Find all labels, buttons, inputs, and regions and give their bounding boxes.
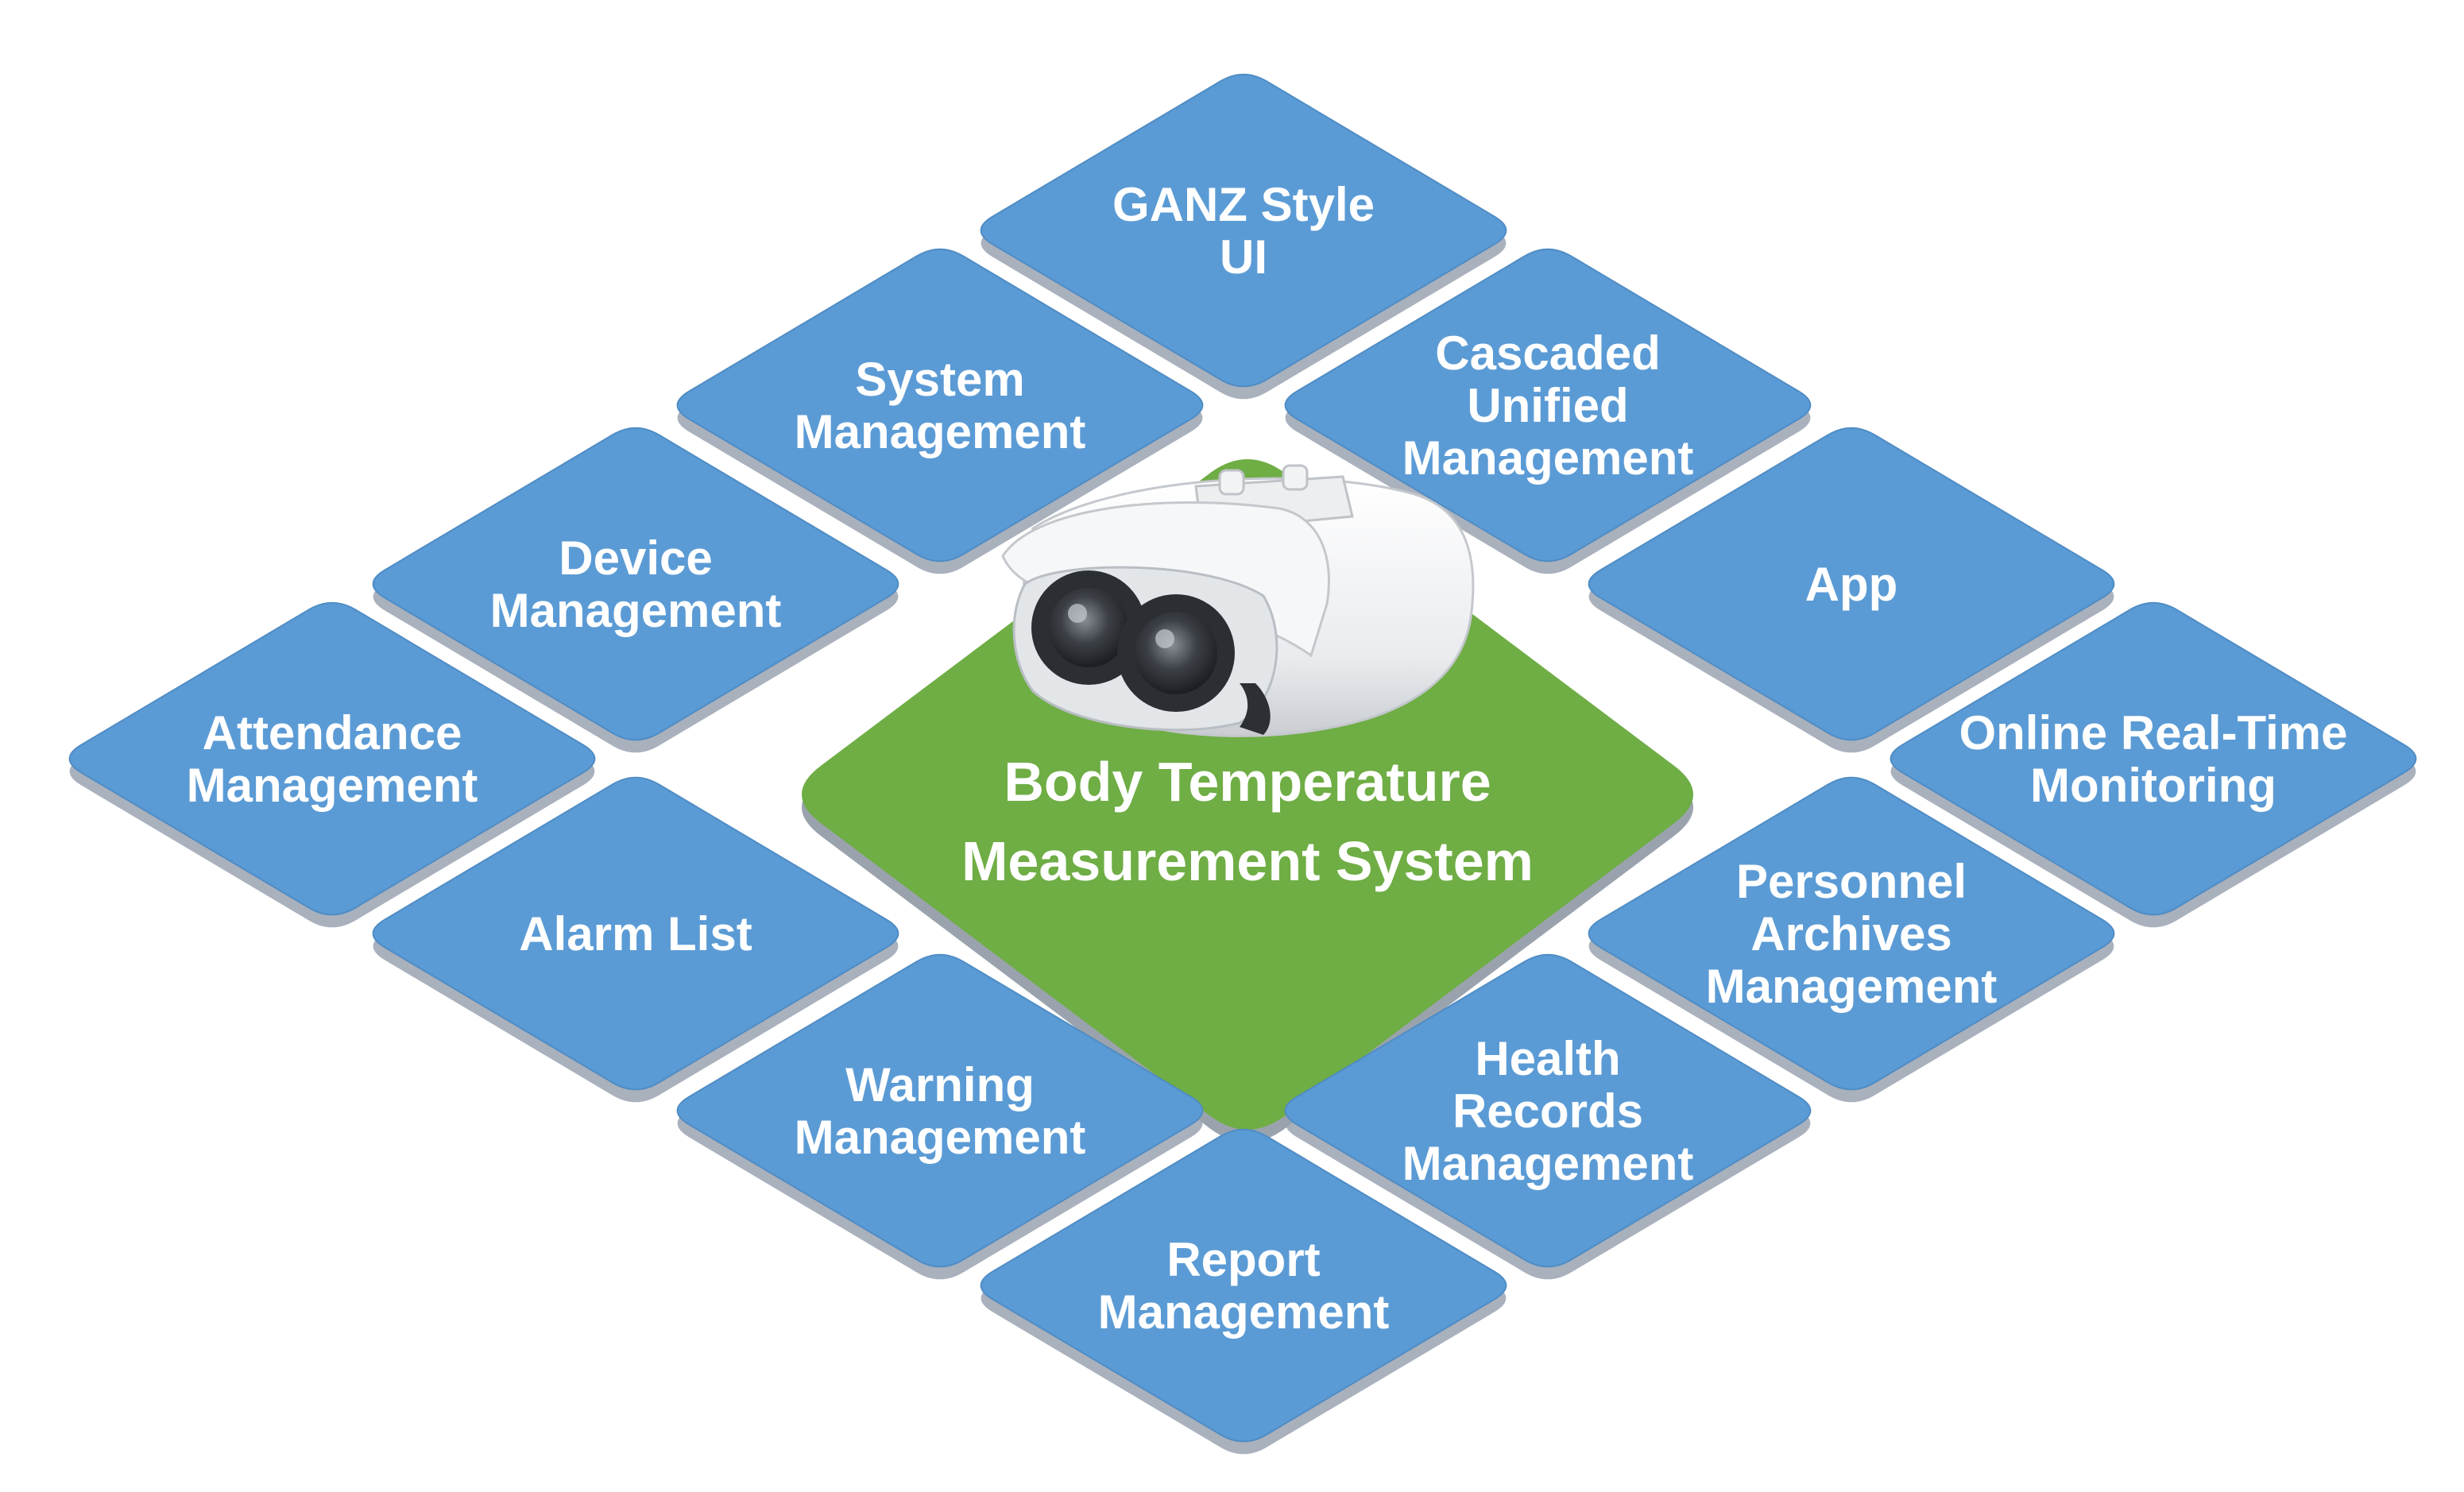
module-label-line: Management (1098, 1285, 1390, 1339)
module-label-line: UI (1220, 230, 1267, 284)
center-title-line-1: Body Temperature (1004, 751, 1491, 813)
module-tiles: GANZ StyleUISystemManagementCascadedUnif… (68, 73, 2417, 1443)
module-tile-shape (1284, 248, 1812, 562)
module-label-line: Device (559, 531, 712, 585)
module-tile-shape (372, 427, 899, 741)
module-label-line: System (855, 353, 1024, 406)
module-label-line: Management (1402, 431, 1694, 485)
module-tile-alarm-list[interactable]: Alarm List (372, 776, 899, 1091)
module-label-line: Unified (1467, 379, 1628, 432)
module-tile-shape (1588, 427, 2115, 741)
module-label-line: Alarm List (519, 907, 752, 961)
module-label-line: Management (490, 584, 782, 637)
module-label-line: Records (1452, 1084, 1643, 1138)
module-label-line: Management (1402, 1137, 1694, 1190)
center-title-line-2: Measurement System (961, 830, 1534, 892)
module-label-line: GANZ Style (1112, 178, 1375, 231)
camera-mount-knob (1218, 469, 1245, 496)
module-label-line: Management (187, 759, 478, 812)
module-label-line: Cascaded (1435, 327, 1660, 380)
module-tile-shape (68, 601, 596, 916)
module-tile-app[interactable]: App (1588, 427, 2115, 741)
module-label-line: Attendance (203, 706, 462, 760)
module-tile-shape (980, 73, 1507, 388)
module-label-line: Monitoring (2030, 759, 2276, 812)
module-label-line: Report (1166, 1233, 1320, 1286)
module-tile-shape (676, 248, 1204, 562)
module-tile-shape (1588, 776, 2115, 1091)
module-tile-shape (372, 776, 899, 1091)
module-label-line: Management (795, 405, 1086, 458)
module-label-line: Archives (1750, 907, 1951, 961)
module-label-line: App (1805, 558, 1898, 611)
camera-side-band (1240, 683, 1271, 735)
module-label-line: Warning (845, 1058, 1035, 1111)
module-tile-shape (980, 1128, 1507, 1443)
module-label-line: Personnel (1736, 855, 1967, 908)
camera-mount-knob (1282, 464, 1309, 491)
center-title-group: Body Temperature Measurement System (961, 751, 1534, 892)
module-label-line: Health (1475, 1032, 1620, 1085)
module-tile-shape (1284, 953, 1812, 1268)
module-label-line: Online Real-Time (1959, 706, 2347, 760)
module-label-line: Management (795, 1111, 1086, 1164)
module-tile-shape (676, 953, 1204, 1268)
module-tile-shape (1890, 601, 2417, 916)
thermal-camera-icon (1001, 464, 1475, 737)
module-label-line: Management (1706, 960, 1998, 1013)
